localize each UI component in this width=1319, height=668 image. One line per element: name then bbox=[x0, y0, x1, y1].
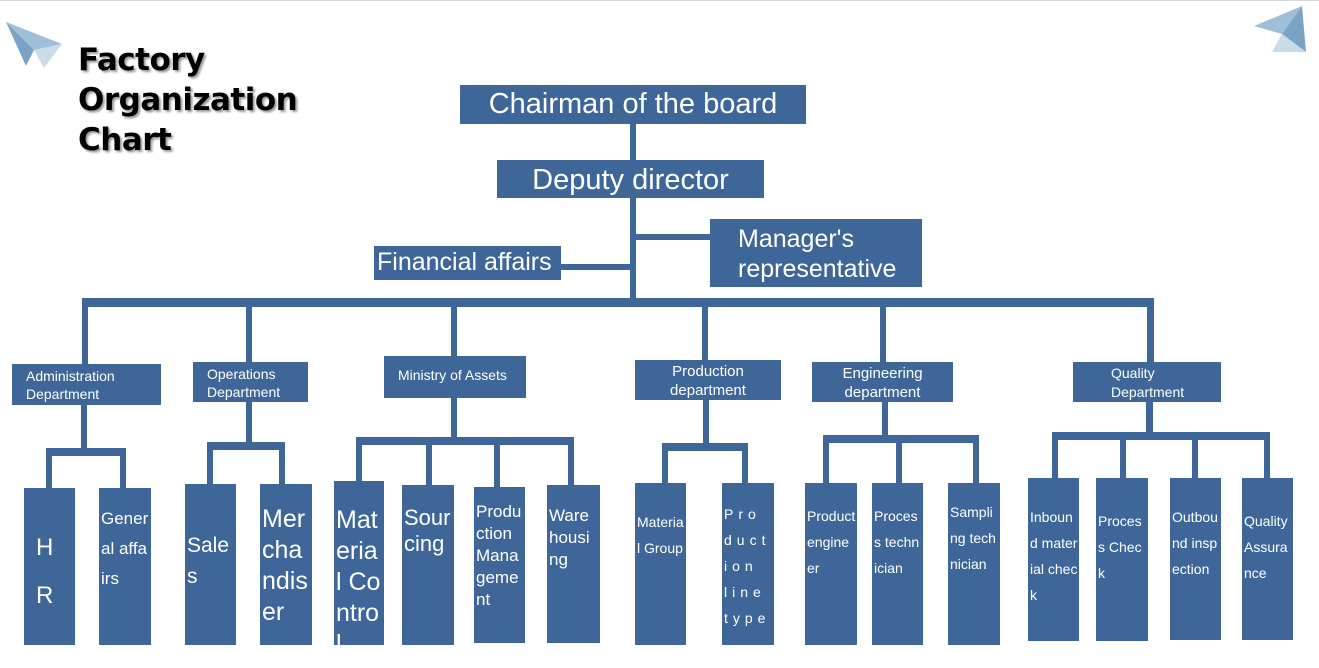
connector bbox=[630, 124, 636, 304]
administration-department-box: Administration Department bbox=[12, 364, 161, 405]
connector bbox=[207, 442, 285, 450]
connector bbox=[1264, 432, 1270, 480]
production-department-box: Production department bbox=[635, 360, 781, 400]
connector bbox=[1147, 298, 1154, 362]
material-group-box: Material Group bbox=[635, 483, 686, 645]
engineering-department-box: Engineering department bbox=[812, 362, 953, 402]
connector bbox=[356, 437, 574, 445]
connector bbox=[568, 437, 574, 487]
sampling-technician-box: Sampling technician bbox=[948, 483, 1000, 645]
connector bbox=[823, 435, 829, 485]
connector bbox=[1052, 432, 1058, 480]
connector bbox=[1146, 402, 1153, 436]
warehousing-box: Warehousing bbox=[547, 485, 600, 643]
connector bbox=[880, 306, 886, 362]
chairman-box: Chairman of the board bbox=[460, 85, 806, 124]
connector bbox=[46, 448, 126, 456]
connector bbox=[561, 264, 630, 270]
connector bbox=[1120, 432, 1126, 480]
connector bbox=[662, 443, 668, 485]
connector bbox=[356, 437, 362, 483]
material-control-box: Material Control bbox=[334, 481, 384, 645]
connector bbox=[662, 443, 748, 451]
connector bbox=[279, 442, 285, 486]
inbound-material-check-box: Inbound material check bbox=[1028, 478, 1079, 641]
connector bbox=[82, 298, 1154, 307]
paper-plane-icon bbox=[6, 22, 62, 68]
manager-representative-box: Manager's representative bbox=[710, 219, 922, 287]
connector bbox=[451, 306, 457, 356]
connector bbox=[882, 402, 888, 440]
connector bbox=[636, 234, 710, 240]
connector bbox=[246, 306, 252, 362]
quality-department-box: Quality Department bbox=[1073, 362, 1221, 402]
ministry-of-assets-box: Ministry of Assets bbox=[384, 356, 526, 398]
financial-affairs-box: Financial affairs bbox=[374, 246, 561, 280]
connector bbox=[46, 448, 52, 490]
connector bbox=[896, 435, 902, 485]
connector bbox=[742, 443, 748, 485]
connector bbox=[703, 400, 709, 446]
sourcing-box: Sourcing bbox=[402, 485, 454, 645]
sales-box: Sales bbox=[185, 484, 236, 645]
connector bbox=[702, 306, 708, 360]
deputy-director-box: Deputy director bbox=[497, 160, 764, 198]
connector bbox=[973, 435, 979, 485]
connector bbox=[1192, 432, 1198, 480]
process-check-box: Process Check bbox=[1096, 478, 1148, 641]
general-affairs-box: General affairs bbox=[99, 488, 151, 645]
connector bbox=[451, 398, 457, 442]
paper-plane-icon bbox=[1254, 6, 1306, 52]
connector bbox=[81, 405, 87, 453]
process-technician-box: Process technician bbox=[872, 483, 923, 645]
top-border bbox=[0, 0, 1319, 1]
operations-department-box: Operations Department bbox=[193, 362, 308, 402]
connector bbox=[120, 448, 126, 490]
merchandiser-box: Merchandiser bbox=[260, 484, 312, 645]
hr-box: H R bbox=[24, 488, 75, 645]
connector bbox=[494, 437, 500, 489]
outbound-inspection-box: Outbound inspection bbox=[1170, 478, 1221, 640]
production-line-type-box: Production line type bbox=[722, 483, 774, 645]
product-engineer-box: Product engineer bbox=[805, 483, 857, 645]
connector bbox=[1052, 432, 1270, 440]
chart-title: Factory Organization Chart bbox=[78, 42, 298, 158]
connector bbox=[207, 442, 213, 486]
connector bbox=[426, 437, 432, 487]
quality-assurance-box: Quality Assurance bbox=[1242, 478, 1293, 640]
production-management-box: Production Management bbox=[474, 487, 525, 643]
connector bbox=[82, 298, 88, 364]
connector bbox=[246, 402, 252, 446]
